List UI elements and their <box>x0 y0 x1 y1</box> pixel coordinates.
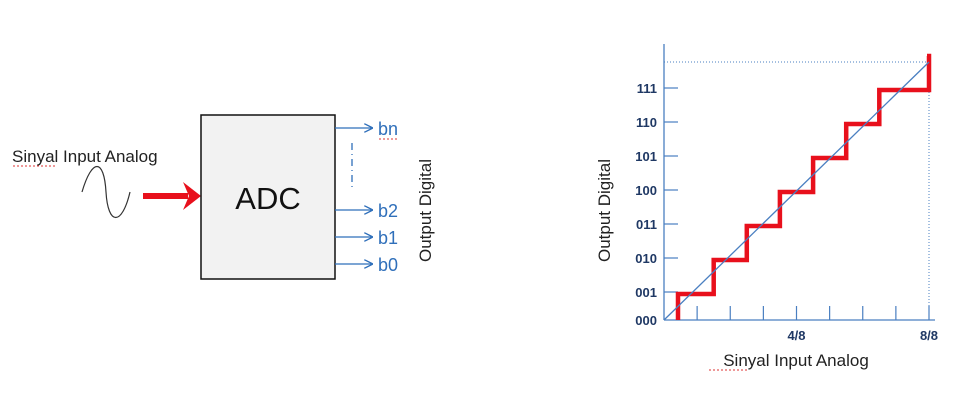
y-tick-label: 101 <box>635 149 657 164</box>
output-bit-bn: bn <box>378 119 398 139</box>
output-arrows <box>335 128 372 264</box>
output-bit-b2: b2 <box>378 201 398 221</box>
ideal-transfer-line <box>663 61 930 321</box>
digital-output-label: Output Digital <box>416 159 435 262</box>
y-tick-label: 100 <box>635 183 657 198</box>
y-tick-label: 001 <box>635 285 657 300</box>
analog-input-label: Sinyal Input Analog <box>12 147 158 166</box>
y-tick-label: 111 <box>637 81 657 96</box>
input-arrow-icon <box>143 182 201 210</box>
output-bit-b1: b1 <box>378 228 398 248</box>
chart-x-axis-label: Sinyal Input Analog <box>723 351 869 370</box>
x-tick-label: 4/8 <box>787 328 805 343</box>
adc-block-label: ADC <box>235 181 300 216</box>
chart-series <box>663 53 932 321</box>
chart-y-axis-label: Output Digital <box>595 159 614 262</box>
chart-x-ticks: 4/8 8/8 <box>696 306 938 343</box>
x-tick-label: 8/8 <box>920 328 938 343</box>
adc-block <box>200 114 336 280</box>
quantized-step-line <box>675 53 932 320</box>
y-tick-label: 000 <box>635 313 657 328</box>
y-tick-label: 010 <box>635 251 657 266</box>
output-bit-b0: b0 <box>378 255 398 275</box>
sine-wave-icon <box>81 165 131 219</box>
adc-transfer-chart: 000 001 010 011 100 101 110 111 4/8 8/8 Output D… <box>595 44 938 371</box>
chart-y-ticks: 000 001 010 011 100 101 110 111 <box>635 81 678 328</box>
y-tick-label: 011 <box>636 217 657 232</box>
adc-diagram: Sinyal Input Analog ADC bn b2 b1 b0 Outp… <box>12 114 435 280</box>
y-tick-label: 110 <box>636 115 657 130</box>
